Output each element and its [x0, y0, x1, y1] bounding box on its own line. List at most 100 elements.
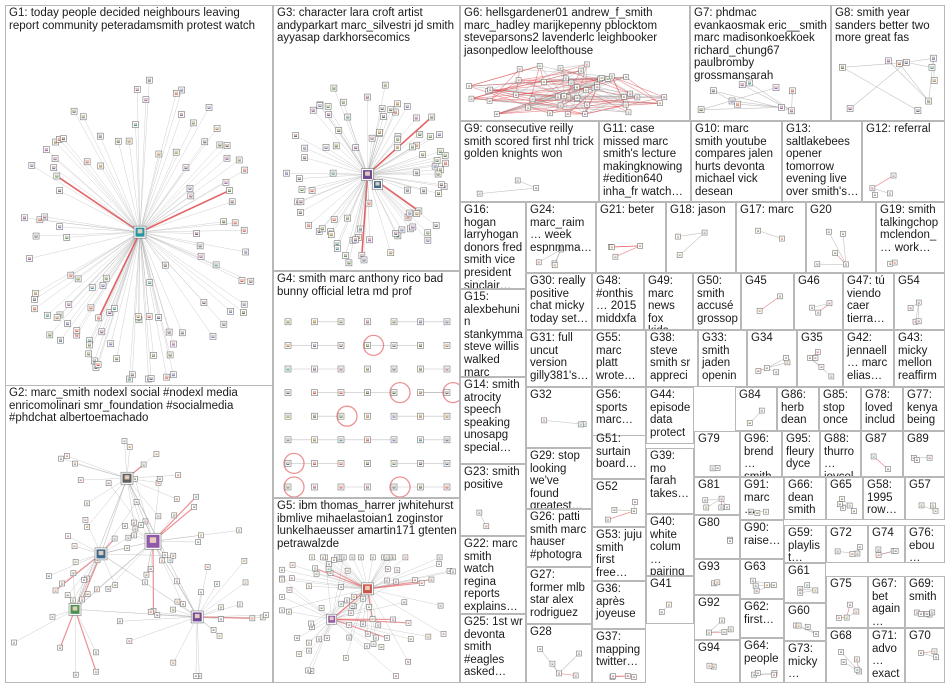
network-node[interactable]: [344, 597, 350, 604]
network-node[interactable]: [535, 259, 542, 266]
network-node[interactable]: [155, 513, 162, 520]
network-node[interactable]: [390, 436, 398, 444]
network-node[interactable]: [322, 144, 330, 151]
network-node[interactable]: [380, 113, 387, 120]
network-node[interactable]: [622, 101, 629, 108]
network-node[interactable]: [81, 577, 87, 583]
network-node[interactable]: [555, 93, 561, 100]
network-node[interactable]: [584, 101, 590, 108]
network-node[interactable]: [49, 613, 56, 620]
network-node[interactable]: [337, 436, 345, 444]
network-node[interactable]: [930, 77, 938, 84]
network-node[interactable]: [196, 242, 204, 250]
network-node[interactable]: [72, 671, 79, 678]
network-node[interactable]: [724, 504, 730, 511]
network-node[interactable]: [294, 635, 300, 641]
network-node[interactable]: [870, 453, 877, 460]
network-node[interactable]: [390, 412, 398, 420]
network-node[interactable]: [561, 93, 567, 100]
network-node[interactable]: [226, 187, 233, 194]
network-node[interactable]: [390, 483, 398, 491]
network-node[interactable]: [412, 114, 420, 122]
network-node[interactable]: [306, 647, 312, 654]
network-node[interactable]: [144, 532, 162, 550]
network-node[interactable]: [83, 158, 91, 166]
network-node[interactable]: [747, 508, 754, 515]
network-node[interactable]: [126, 638, 133, 644]
network-node[interactable]: [326, 561, 332, 567]
network-node[interactable]: [284, 460, 292, 467]
network-node[interactable]: [337, 460, 345, 467]
network-node[interactable]: [156, 476, 163, 482]
network-node[interactable]: [126, 444, 133, 450]
network-node[interactable]: [283, 169, 290, 177]
network-node[interactable]: [574, 95, 581, 101]
network-node[interactable]: [305, 667, 311, 674]
network-node[interactable]: [180, 601, 186, 607]
network-node[interactable]: [50, 164, 58, 172]
network-node[interactable]: [557, 65, 564, 72]
network-node[interactable]: [533, 185, 539, 191]
network-node[interactable]: [360, 620, 366, 627]
network-node[interactable]: [311, 436, 318, 444]
network-node[interactable]: [839, 496, 845, 502]
network-node[interactable]: [84, 500, 90, 507]
network-node[interactable]: [21, 214, 28, 222]
network-node[interactable]: [398, 226, 406, 234]
network-node[interactable]: [758, 407, 765, 414]
network-node[interactable]: [443, 460, 451, 467]
network-node[interactable]: [171, 512, 178, 519]
network-node[interactable]: [368, 134, 376, 142]
network-node[interactable]: [541, 417, 547, 424]
network-node[interactable]: [133, 225, 147, 239]
network-node[interactable]: [826, 300, 833, 307]
network-node[interactable]: [710, 87, 717, 95]
network-node[interactable]: [166, 351, 174, 359]
network-node[interactable]: [364, 365, 371, 373]
network-node[interactable]: [318, 225, 326, 233]
network-node[interactable]: [344, 567, 351, 574]
network-node[interactable]: [198, 532, 204, 539]
network-node[interactable]: [468, 95, 475, 102]
network-node[interactable]: [610, 673, 616, 679]
network-node[interactable]: [360, 256, 368, 264]
network-node[interactable]: [551, 262, 558, 269]
network-node[interactable]: [125, 137, 133, 145]
network-node[interactable]: [124, 545, 130, 551]
network-node[interactable]: [140, 461, 147, 468]
network-node[interactable]: [752, 582, 759, 589]
network-node[interactable]: [416, 130, 424, 138]
network-node[interactable]: [162, 261, 169, 269]
network-node[interactable]: [405, 658, 411, 665]
network-node[interactable]: [84, 591, 91, 597]
network-node[interactable]: [172, 148, 180, 156]
network-node[interactable]: [327, 231, 335, 238]
network-node[interactable]: [193, 673, 199, 679]
network-node[interactable]: [28, 162, 36, 169]
network-node[interactable]: [450, 568, 456, 575]
network-node[interactable]: [702, 497, 709, 504]
network-node[interactable]: [632, 499, 638, 505]
network-node[interactable]: [364, 630, 371, 637]
network-node[interactable]: [890, 172, 897, 179]
network-node[interactable]: [390, 342, 398, 349]
network-node[interactable]: [31, 296, 38, 303]
network-node[interactable]: [306, 639, 312, 646]
network-node[interactable]: [85, 350, 92, 358]
network-node[interactable]: [358, 554, 364, 561]
network-node[interactable]: [404, 186, 411, 194]
network-node[interactable]: [412, 577, 418, 583]
network-node[interactable]: [70, 107, 78, 115]
network-node[interactable]: [143, 571, 150, 578]
network-node[interactable]: [145, 313, 153, 320]
network-node[interactable]: [165, 328, 173, 336]
network-node[interactable]: [637, 243, 643, 249]
network-node[interactable]: [205, 104, 213, 111]
network-node[interactable]: [249, 615, 256, 622]
network-node[interactable]: [413, 210, 421, 217]
network-node[interactable]: [788, 107, 795, 115]
network-node[interactable]: [223, 142, 231, 149]
network-node[interactable]: [222, 179, 230, 186]
network-node[interactable]: [193, 230, 200, 237]
network-node[interactable]: [366, 604, 372, 610]
